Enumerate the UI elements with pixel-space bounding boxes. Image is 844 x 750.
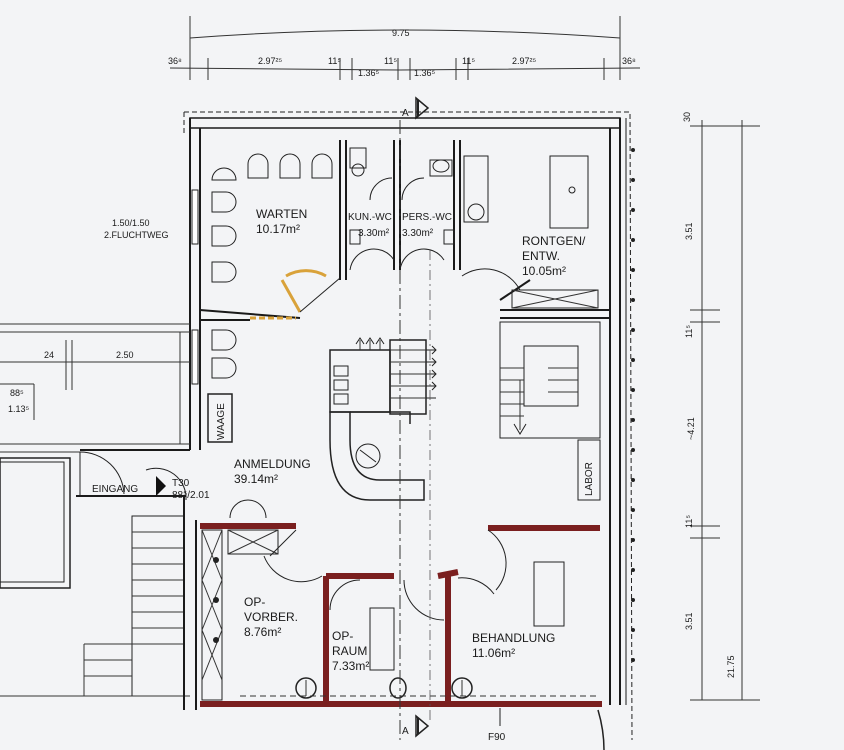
staircase-left — [0, 496, 197, 710]
dim-top-seg-1: 2.97²⁵ — [258, 56, 283, 66]
red-walls — [200, 523, 602, 707]
fluchtweg-line2: 2.FLUCHTWEG — [104, 230, 169, 240]
room-opvorber: OP- VORBER. 8.76m² — [201, 499, 323, 701]
dim-right-4: 11⁵ — [684, 515, 694, 528]
dim-top-seg-4: 11⁵ — [384, 56, 397, 66]
sinks — [240, 677, 600, 699]
rontgen-label-2: ENTW. — [522, 249, 560, 263]
dim-right-top: 30 — [682, 112, 692, 122]
fluchtweg-line1: 1.50/1.50 — [112, 218, 150, 228]
dim-top-right-edge: 36⁸ — [622, 56, 636, 66]
behandlung-area: 11.06m² — [472, 646, 515, 660]
rontgen-label-1: RONTGEN/ — [522, 234, 586, 248]
opraum-label-2: RAUM — [332, 644, 367, 658]
room-rontgen: RONTGEN/ ENTW. 10.05m² — [461, 155, 610, 319]
central-stair — [329, 337, 437, 415]
rontgen-area: 10.05m² — [522, 264, 566, 278]
dim-top-seg-2: 11⁵ — [328, 56, 341, 66]
opvorber-area: 8.76m² — [244, 625, 281, 639]
dim-total-top: 9.75 — [392, 28, 410, 38]
right-windows — [631, 148, 635, 662]
dim-top-seg-3: 1.36⁵ — [358, 68, 380, 78]
section-label-top: A — [402, 108, 409, 119]
fluchtweg-note: 1.50/1.50 2.FLUCHTWEG — [104, 218, 169, 240]
dim-left-24: 24 — [44, 350, 54, 360]
dim-right-5: 3.51 — [684, 612, 694, 630]
staircase-right: LABOR — [499, 321, 601, 501]
anmeldung-label: ANMELDUNG — [234, 457, 311, 471]
opvorber-label-2: VORBER. — [244, 610, 298, 624]
left-annex: 24 2.50 88⁵ 1.13⁵ — [0, 323, 190, 589]
dim-right-total: 21.75 — [726, 655, 736, 678]
f90-label: F90 — [488, 732, 506, 743]
t30-size: 88⁵/2.01 — [172, 490, 210, 501]
dim-left-113: 1.13⁵ — [8, 404, 30, 414]
behandlung-label: BEHANDLUNG — [472, 631, 555, 645]
reception-desk — [329, 411, 425, 501]
waage-area: WAAGE — [207, 329, 237, 443]
room-warten: WARTEN 10.17m² — [199, 140, 347, 321]
t30-label: T30 — [172, 478, 190, 489]
dim-left-250: 2.50 — [116, 350, 134, 360]
dim-top-seg-6: 11⁵ — [462, 56, 475, 66]
pers-wc-area: 3.30m² — [402, 228, 434, 239]
kun-wc-area: 3.30m² — [358, 228, 390, 239]
dim-right-1: 3.51 — [684, 222, 694, 240]
pers-wc-label: PERS.-WC — [402, 212, 452, 223]
opraum-label-1: OP- — [332, 629, 353, 643]
warten-label: WARTEN — [256, 207, 307, 221]
right-dimensions: 30 3.51 11⁵ ~4.21 11⁵ 3.51 21.75 — [682, 112, 760, 701]
opvorber-label-1: OP- — [244, 595, 265, 609]
dim-top-seg-5: 1.36⁵ — [414, 68, 436, 78]
eingang-label: EINGANG — [92, 484, 138, 495]
section-mark-top: A — [402, 96, 430, 120]
section-label-bottom: A — [402, 726, 409, 737]
dim-right-3: ~4.21 — [686, 417, 696, 440]
outline-dashed — [184, 111, 633, 741]
section-mark-bottom: A — [402, 714, 430, 738]
dim-right-2: 11⁵ — [684, 325, 694, 338]
anmeldung-area: 39.14m² — [234, 472, 278, 486]
kun-wc-label: KUN.-WC — [348, 212, 392, 223]
waage-label: WAAGE — [216, 403, 227, 440]
dim-left-88: 88⁵ — [10, 388, 24, 398]
opraum-area: 7.33m² — [332, 659, 369, 673]
room-behandlung: BEHANDLUNG 11.06m² — [457, 529, 565, 660]
labor-label: LABOR — [584, 462, 595, 496]
top-dimensions: 9.75 36⁸ 2.97²⁵ 11⁵ 1.36⁵ 11⁵ 1.36⁵ 11⁵ … — [168, 16, 641, 80]
entrance: EINGANG T30 88⁵/2.01 — [76, 449, 210, 501]
left-windows — [191, 189, 199, 385]
dim-top-left-edge: 36⁸ — [168, 56, 182, 66]
room-opraum: OP- RAUM 7.33m² — [329, 579, 445, 673]
warten-area: 10.17m² — [256, 222, 300, 236]
outer-walls — [189, 117, 627, 705]
room-wcs: KUN.-WC 3.30m² PERS.-WC 3.30m² — [348, 140, 461, 271]
dim-top-seg-7: 2.97²⁵ — [512, 56, 537, 66]
